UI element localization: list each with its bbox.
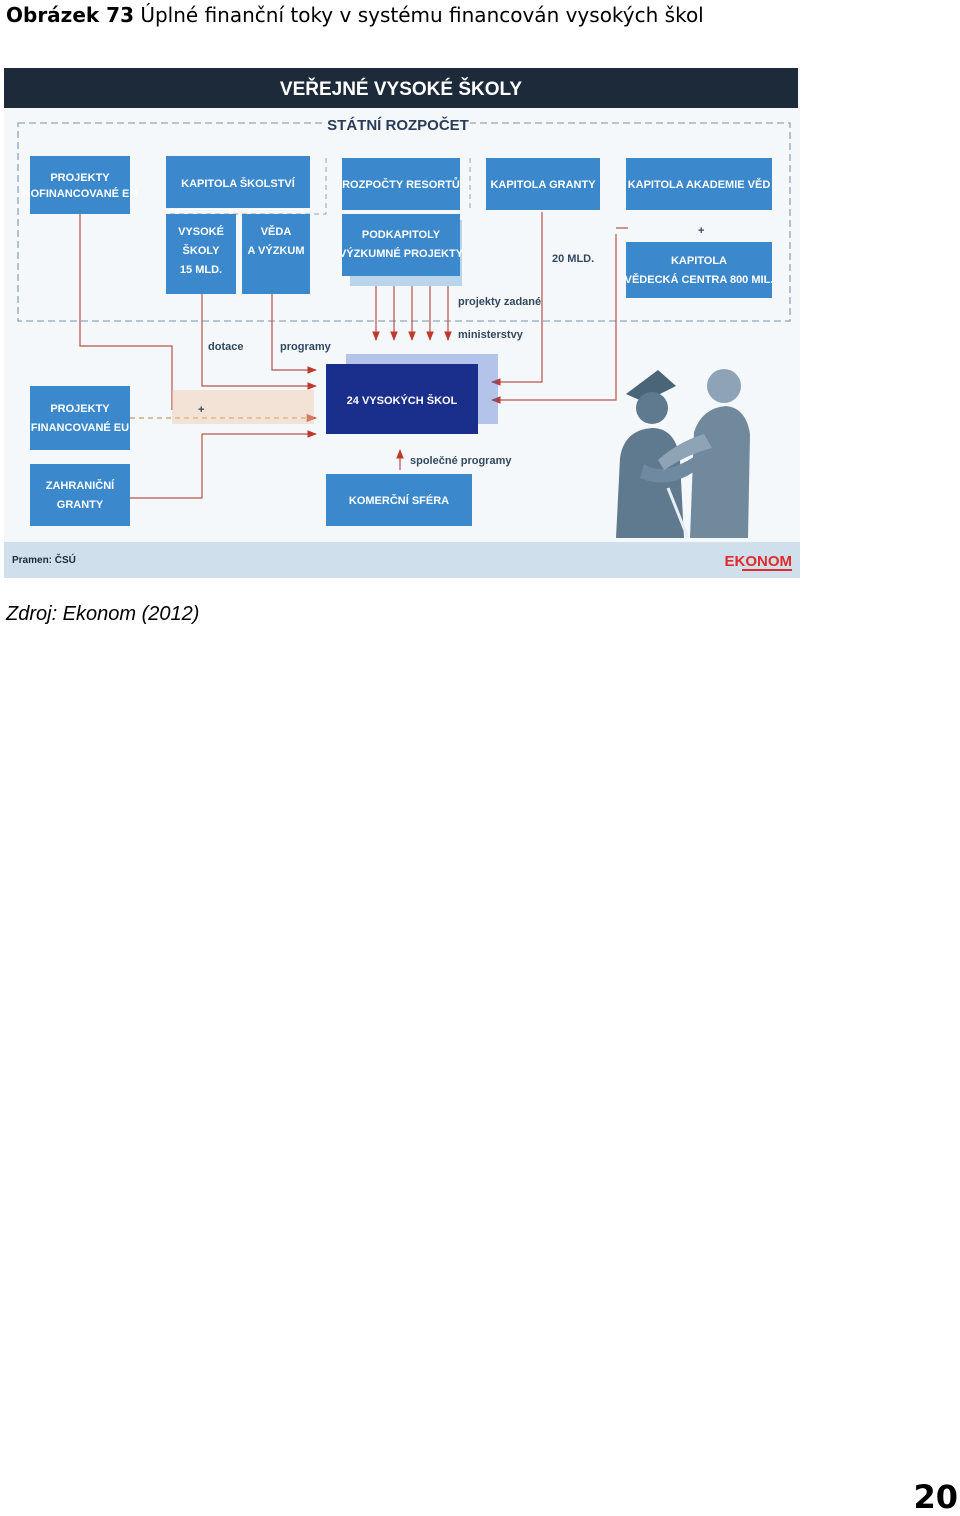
svg-text:FINANCOVANÉ EU: FINANCOVANÉ EU <box>31 421 129 434</box>
svg-text:ROZPOČTY RESORTŮ: ROZPOČTY RESORTŮ <box>342 177 460 191</box>
footer-strip <box>4 542 800 578</box>
svg-text:ŠKOLY: ŠKOLY <box>183 244 221 257</box>
svg-text:24 VYSOKÝCH ŠKOL: 24 VYSOKÝCH ŠKOL <box>347 394 458 407</box>
svg-text:KOMERČNÍ SFÉRA: KOMERČNÍ SFÉRA <box>349 494 449 507</box>
svg-text:VĚDA: VĚDA <box>261 225 292 238</box>
label-plus-right: + <box>698 225 704 237</box>
label-20-mld: 20 MLD. <box>552 253 594 265</box>
box-projekty-financovane-eu: PROJEKTY FINANCOVANÉ EU <box>30 386 130 450</box>
page-number: 20 <box>913 1478 958 1516</box>
label-projekty-zadane: projekty zadané <box>458 296 541 308</box>
box-podkapitoly-vyzkumne-projekty: PODKAPITOLY VÝZKUMNÉ PROJEKTY <box>339 214 464 286</box>
ekonom-logo: EKONOM <box>725 553 793 570</box>
svg-text:GRANTY: GRANTY <box>57 499 104 511</box>
svg-text:KAPITOLA: KAPITOLA <box>671 255 727 267</box>
header-bar <box>4 68 798 108</box>
caption-text: Úplné finanční toky v systému financován… <box>140 3 704 27</box>
svg-text:KOFINANCOVANÉ EU: KOFINANCOVANÉ EU <box>23 187 138 200</box>
box-kapitola-skolstvi: KAPITOLA ŠKOLSTVÍ <box>166 156 310 208</box>
box-kapitola-akademie-ved: KAPITOLA AKADEMIE VĚD <box>626 158 772 210</box>
svg-text:KAPITOLA ŠKOLSTVÍ: KAPITOLA ŠKOLSTVÍ <box>181 177 296 190</box>
source-citation: Zdroj: Ekonom (2012) <box>6 603 200 625</box>
label-programy: programy <box>280 341 332 353</box>
state-budget-label: STÁTNÍ ROZPOČET <box>327 116 469 134</box>
label-ministerstvy: ministerstvy <box>458 329 524 341</box>
box-komercni-sfera: KOMERČNÍ SFÉRA <box>326 474 472 526</box>
svg-text:A VÝZKUM: A VÝZKUM <box>247 244 304 257</box>
header-title: VEŘEJNÉ VYSOKÉ ŠKOLY <box>280 78 522 100</box>
svg-text:PROJEKTY: PROJEKTY <box>50 403 110 415</box>
financing-diagram: VEŘEJNÉ VYSOKÉ ŠKOLY STÁTNÍ ROZPOČET PRO… <box>4 68 800 578</box>
label-dotace: dotace <box>208 341 243 353</box>
box-rozpocty-resortu: ROZPOČTY RESORTŮ <box>342 158 460 210</box>
footer-source: Pramen: ČSÚ <box>12 553 76 566</box>
box-kapitola-vedecka-centra: KAPITOLA VĚDECKÁ CENTRA 800 MIL. <box>625 242 774 298</box>
label-spolecne-programy: společné programy <box>410 455 512 467</box>
label-plus-left: + <box>198 404 204 416</box>
box-projekty-kofinancovane-eu: PROJEKTY KOFINANCOVANÉ EU <box>23 156 138 214</box>
svg-text:VĚDECKÁ CENTRA 800 MIL.: VĚDECKÁ CENTRA 800 MIL. <box>625 273 774 286</box>
box-zahranicni-granty: ZAHRANIČNÍ GRANTY <box>30 464 130 526</box>
box-vysoke-skoly: VYSOKÉ ŠKOLY 15 MLD. <box>166 214 236 294</box>
svg-text:PROJEKTY: PROJEKTY <box>50 172 110 184</box>
svg-text:PODKAPITOLY: PODKAPITOLY <box>362 229 441 241</box>
svg-text:KAPITOLA GRANTY: KAPITOLA GRANTY <box>490 179 596 191</box>
figure-caption: Obrázek 73 Úplné finanční toky v systému… <box>6 3 704 27</box>
svg-text:VYSOKÉ: VYSOKÉ <box>178 225 224 238</box>
caption-label: Obrázek 73 <box>6 3 134 27</box>
svg-text:ZAHRANIČNÍ: ZAHRANIČNÍ <box>46 479 115 492</box>
box-veda-a-vyzkum: VĚDA A VÝZKUM <box>242 214 310 294</box>
box-24-vysokych-skol: 24 VYSOKÝCH ŠKOL <box>326 354 498 434</box>
svg-text:VÝZKUMNÉ PROJEKTY: VÝZKUMNÉ PROJEKTY <box>339 247 464 260</box>
svg-text:KAPITOLA AKADEMIE VĚD: KAPITOLA AKADEMIE VĚD <box>628 178 771 191</box>
graduates-illustration <box>616 369 750 539</box>
svg-text:15 MLD.: 15 MLD. <box>180 264 222 276</box>
box-kapitola-granty: KAPITOLA GRANTY <box>486 158 600 210</box>
